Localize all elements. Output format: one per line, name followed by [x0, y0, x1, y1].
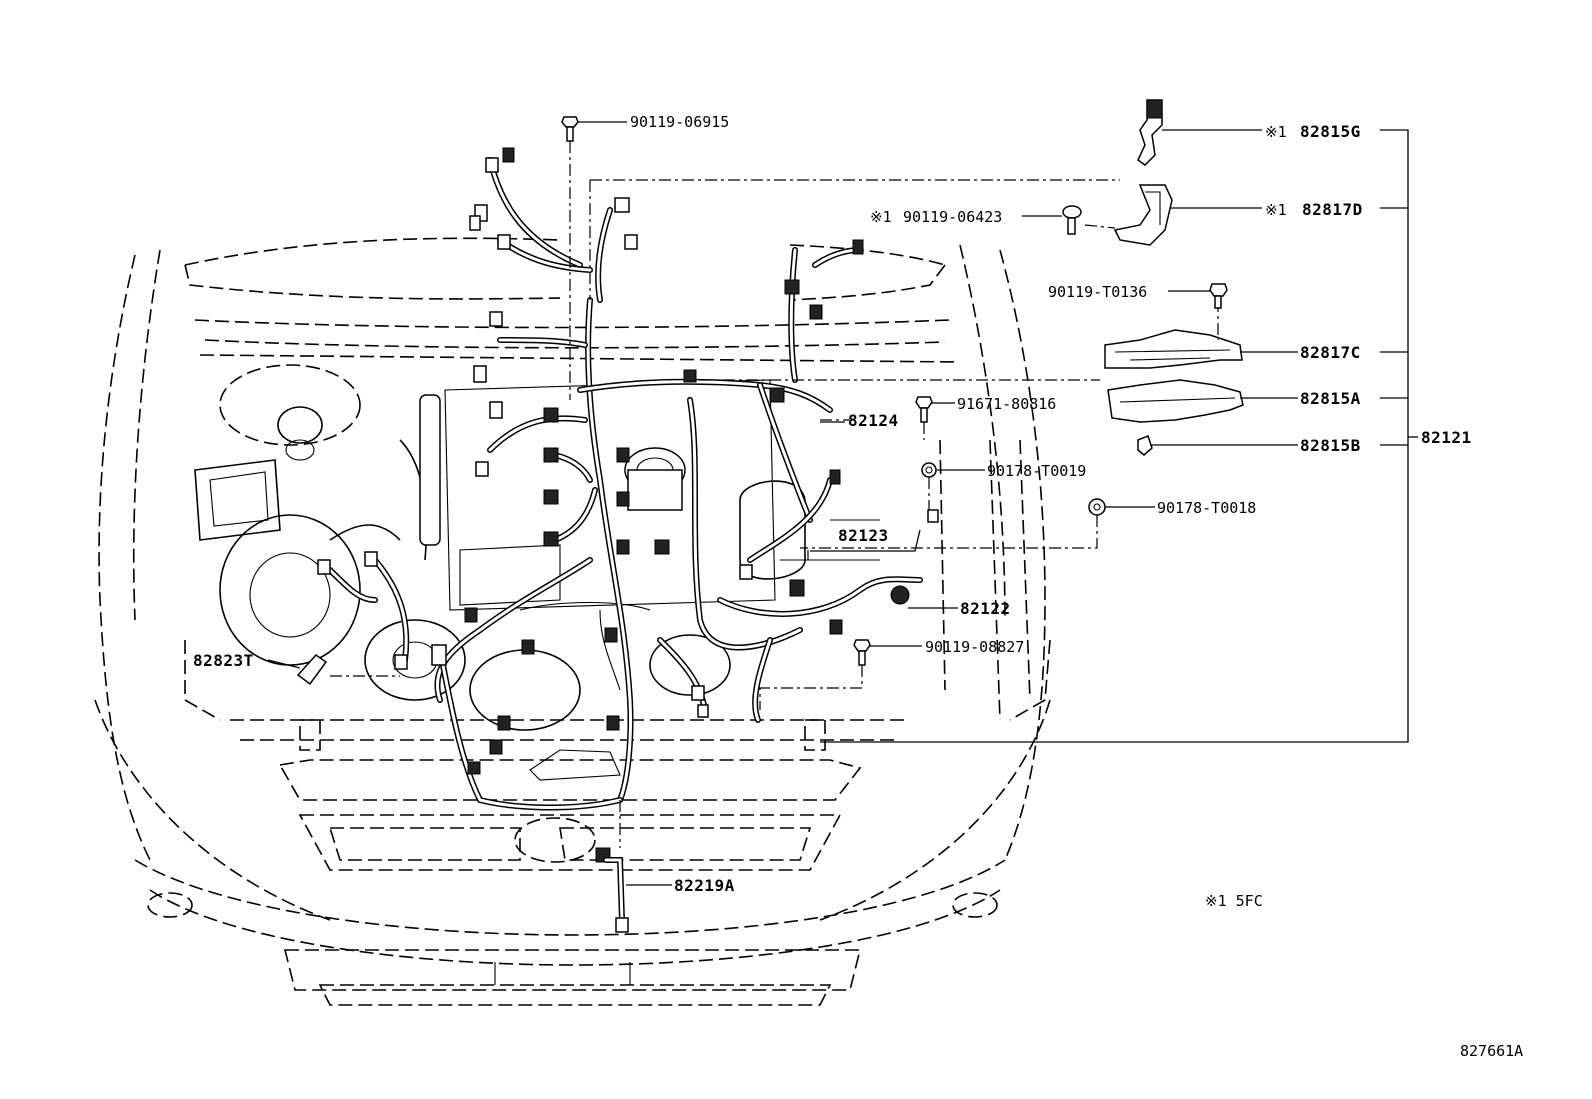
- sensor-82219A: [595, 800, 629, 933]
- label-90178-T0019: 90178-T0019: [987, 462, 1086, 480]
- reference-lines: [589, 179, 1120, 561]
- footnote: ※1 5FC: [1205, 892, 1263, 910]
- label-90119-06915: 90119-06915: [630, 113, 729, 131]
- bolt-90119-08827: [759, 639, 871, 710]
- bolt-90119-06423: [1062, 205, 1082, 235]
- label-82817D: 82817D: [1302, 200, 1363, 219]
- fasteners: [296, 116, 1228, 933]
- bolt-90119-T0136: [1209, 283, 1228, 309]
- harness-connectors: [317, 147, 939, 775]
- label-82124: 82124: [848, 411, 899, 430]
- label-82817C: 82817C: [1300, 343, 1361, 362]
- label-90119-08827: 90119-08827: [925, 638, 1024, 656]
- label-82823T: 82823T: [193, 651, 254, 670]
- label-82122: 82122: [960, 599, 1011, 618]
- mark-82815G: ※1: [1265, 123, 1287, 141]
- part-labels: 90119-06915 ※1 82815G ※1 82817D ※1 90119…: [193, 113, 1523, 1060]
- label-90178-T0018: 90178-T0018: [1157, 499, 1256, 517]
- label-82815G: 82815G: [1300, 122, 1361, 141]
- label-90119-06423: 90119-06423: [903, 208, 1002, 226]
- mark-82817D: ※1: [1265, 201, 1287, 219]
- exploded-brackets-and-covers: [1084, 99, 1244, 456]
- engine-components: [194, 364, 1031, 781]
- drawing-number: 827661A: [1460, 1042, 1523, 1060]
- bolt-90119-06915: [561, 116, 579, 400]
- label-90119-T0136: 90119-T0136: [1048, 283, 1147, 301]
- clip-82823T: [296, 654, 400, 686]
- nut-90178-T0019: [921, 462, 937, 510]
- label-82123: 82123: [838, 526, 889, 545]
- vehicle-body-outline: [94, 237, 1051, 1006]
- label-82219A: 82219A: [674, 876, 735, 895]
- label-82121: 82121: [1421, 428, 1472, 447]
- engine-wire-harness: [327, 157, 923, 811]
- leader-lines: [267, 121, 1418, 886]
- label-82815A: 82815A: [1300, 389, 1361, 408]
- mark-90119-06423: ※1: [870, 208, 892, 226]
- bolt-91671-80816: [915, 396, 933, 440]
- label-82815B: 82815B: [1300, 436, 1361, 455]
- label-91671-80816: 91671-80816: [957, 395, 1056, 413]
